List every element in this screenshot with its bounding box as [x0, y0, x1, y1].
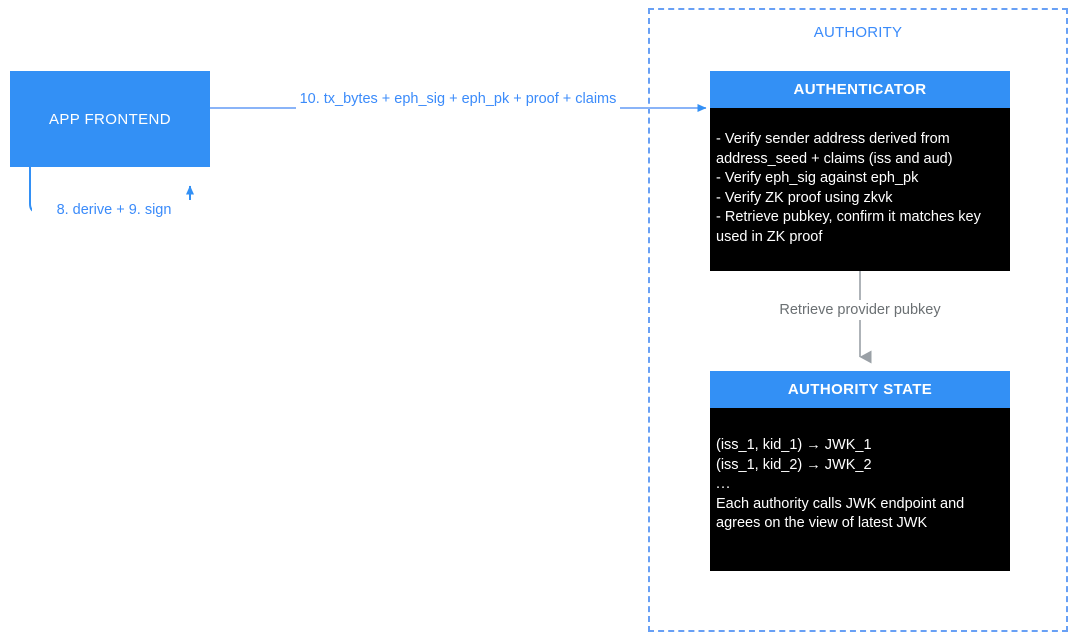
authority-state-body-line-4: Each authority calls JWK endpoint and ag… [716, 495, 965, 532]
authenticator-body-line-4: - Retrieve pubkey, confirm it matches ke… [716, 209, 981, 245]
edge-label-submit-transaction: 10. tx_bytes + eph_sig + eph_pk + proof … [296, 89, 620, 109]
authority-group-label: AUTHORITY [813, 24, 903, 41]
authenticator-body-line-1: - Verify sender address derived from add… [716, 131, 953, 167]
authority-group-boundary: AUTHORITY [648, 8, 1068, 632]
authority-state-body-line-3: ... [716, 476, 732, 492]
authenticator-body-line-3: - Verify ZK proof using zkvk [716, 189, 893, 206]
edge-label-self-loop: 8. derive + 9. sign [32, 200, 196, 220]
node-authenticator-header: AUTHENTICATOR [710, 71, 1010, 108]
node-authenticator-body: - Verify sender address derived from add… [710, 108, 1010, 271]
authenticator-body-line-2: - Verify eph_sig against eph_pk [716, 170, 919, 186]
node-authority-state-body: (iss_1, kid_1) → JWK_1 (iss_1, kid_2) → … [710, 408, 1010, 571]
authority-state-body-line-1: (iss_1, kid_1) → JWK_1 [716, 437, 872, 453]
edge-label-retrieve-pubkey: Retrieve provider pubkey [775, 300, 945, 320]
node-authority-state-header: AUTHORITY STATE [710, 371, 1010, 408]
authority-state-body-line-2: (iss_1, kid_2) → JWK_2 [716, 456, 872, 473]
node-app-frontend[interactable]: APP FRONTEND [10, 71, 210, 167]
node-authority-state[interactable]: AUTHORITY STATE (iss_1, kid_1) → JWK_1 (… [710, 371, 1010, 571]
node-authenticator[interactable]: AUTHENTICATOR - Verify sender address de… [710, 71, 1010, 271]
